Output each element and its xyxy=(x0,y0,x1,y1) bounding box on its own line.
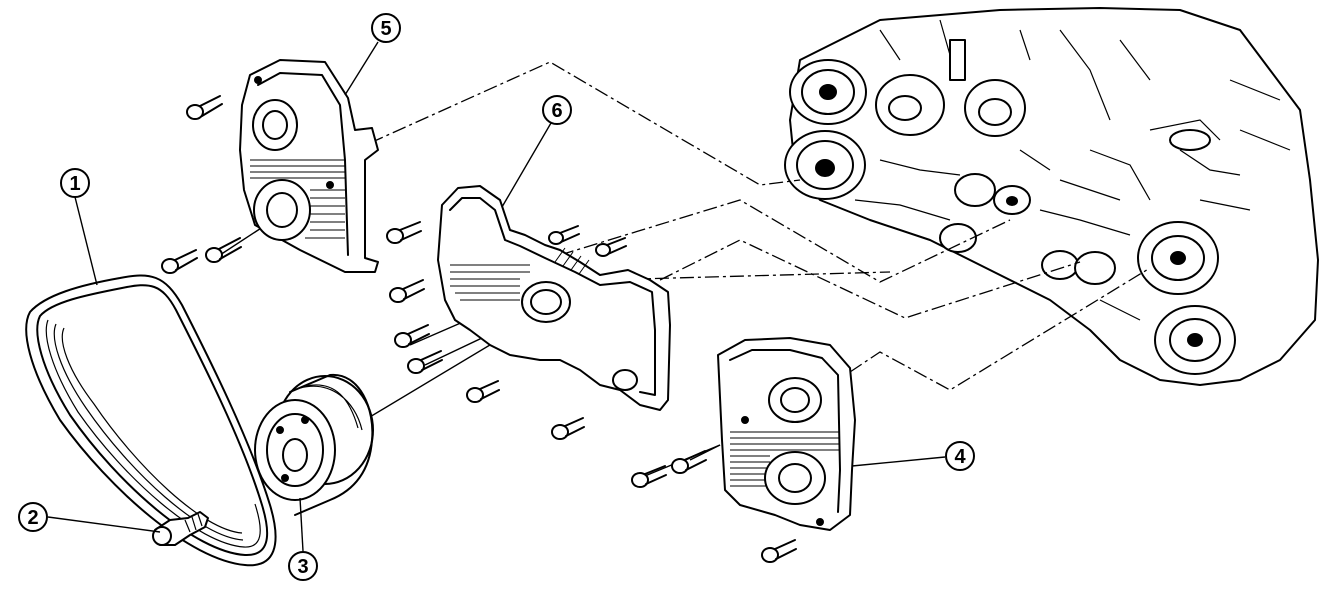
engine-pulley-center xyxy=(875,74,945,136)
drive-belt xyxy=(25,274,277,567)
bolt xyxy=(386,221,422,244)
engine-pulley-top-left xyxy=(789,59,867,125)
callout-1: 1 xyxy=(60,168,90,198)
bolt xyxy=(631,465,667,488)
front-belt-cover xyxy=(437,185,671,411)
bolt xyxy=(761,539,797,563)
callout-label-6: 6 xyxy=(551,100,562,122)
bolt xyxy=(186,95,223,120)
callout-label-5: 5 xyxy=(380,18,391,40)
callout-4: 4 xyxy=(945,441,975,471)
crankshaft-pulley xyxy=(254,373,374,516)
callout-5: 5 xyxy=(371,13,401,43)
engine-assembly xyxy=(784,7,1319,386)
callout-leaders xyxy=(47,41,946,552)
bolt xyxy=(205,237,242,263)
timing-belt-cover-left xyxy=(717,337,856,531)
callout-6: 6 xyxy=(542,95,572,125)
fastener-bolts xyxy=(161,95,797,563)
callout-2: 2 xyxy=(18,502,48,532)
bolt xyxy=(161,249,198,274)
bolt xyxy=(389,279,425,303)
callout-label-3: 3 xyxy=(297,556,308,578)
callout-label-4: 4 xyxy=(954,446,966,468)
bolt xyxy=(595,237,627,257)
bolt xyxy=(394,324,430,348)
engine-pulley-mid-left xyxy=(784,130,866,200)
engine-idler-pulley-1 xyxy=(939,173,1116,285)
callout-label-2: 2 xyxy=(27,507,38,529)
engine-pulley-lower-right xyxy=(1137,221,1236,375)
bolt xyxy=(551,417,585,440)
bolt xyxy=(407,350,443,374)
bolt xyxy=(548,225,580,245)
callout-3: 3 xyxy=(288,551,318,581)
bolt xyxy=(671,450,707,474)
bolt xyxy=(466,380,500,403)
timing-belt-cover-right xyxy=(239,59,379,273)
callout-label-1: 1 xyxy=(69,173,80,195)
engine-pulley-alternator xyxy=(964,79,1026,137)
